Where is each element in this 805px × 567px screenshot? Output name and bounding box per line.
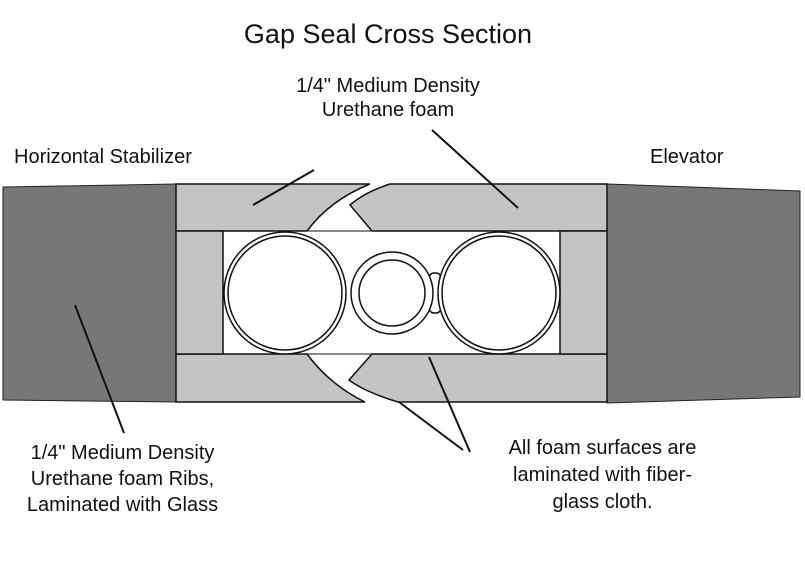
leader-line (398, 401, 464, 451)
leader-line (428, 356, 471, 453)
seal-tube-left-inner (227, 235, 343, 351)
label-line: All foam surfaces are (508, 437, 697, 459)
foam-rib-left (175, 230, 224, 355)
label-ribs: 1/4" Medium Density Urethane foam Ribs, … (0, 440, 245, 518)
label-stabilizer: Horizontal Stabilizer (14, 146, 192, 168)
leader-line (431, 129, 519, 209)
label-line: Laminated with Glass (26, 494, 219, 516)
elevator (606, 183, 801, 404)
horizontal-stabilizer (2, 183, 177, 403)
label-elevator: Elevator (650, 146, 724, 168)
foam-bottom-right (347, 353, 608, 403)
leader-line (252, 169, 315, 206)
label-line: laminated with fiber- (513, 464, 692, 486)
label-line: Urethane foam (321, 99, 455, 121)
label-line: Urethane foam Ribs, (30, 468, 215, 490)
foam-top-right (348, 183, 608, 232)
label-line: 1/4" Medium Density (296, 75, 480, 97)
diagram-title: Gap Seal Cross Section (243, 19, 533, 49)
foam-bottom-left (175, 353, 366, 403)
label-top-foam: 1/4" Medium Density Urethane foam (238, 74, 538, 122)
label-line: glass cloth. (552, 491, 653, 513)
foam-rib-right (559, 230, 608, 355)
leader-line (74, 304, 125, 434)
label-line: 1/4" Medium Density (30, 442, 215, 464)
seal-tube-right-inner (441, 235, 557, 351)
seal-tube-middle-inner (358, 259, 426, 327)
foam-top-left (175, 183, 371, 232)
label-laminate: All foam surfaces are laminated with fib… (480, 435, 725, 516)
